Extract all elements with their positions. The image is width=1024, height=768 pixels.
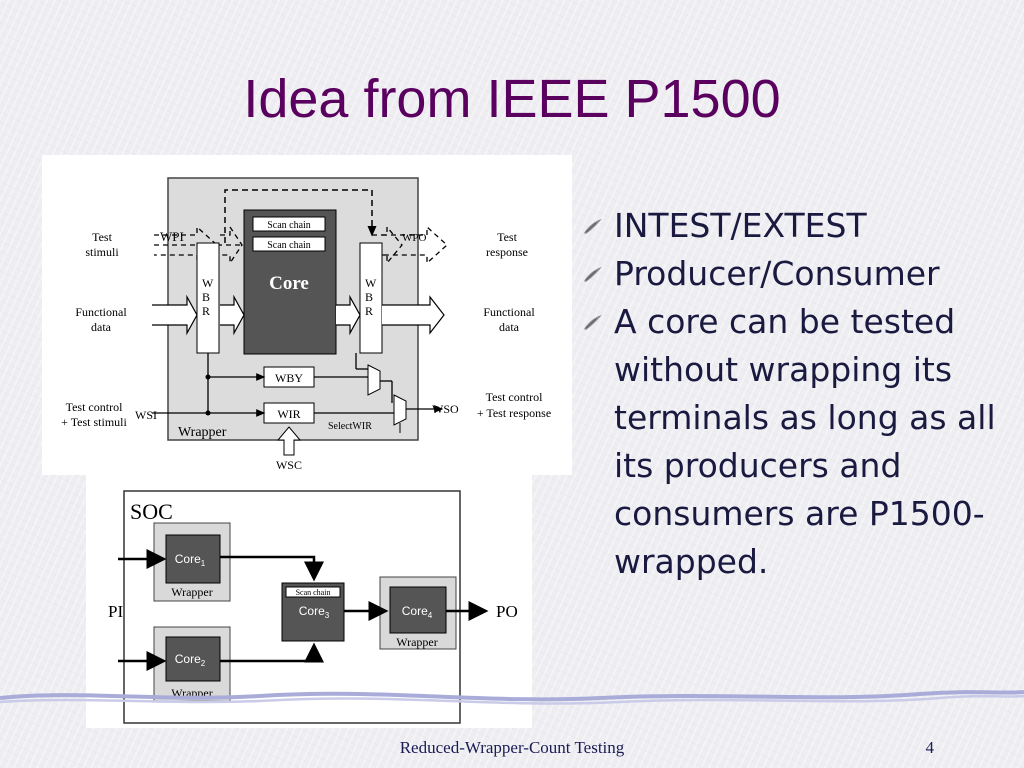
svg-text:response: response <box>486 245 528 259</box>
scan-chain-1 <box>252 216 326 232</box>
svg-text:R: R <box>365 304 373 318</box>
bullet-item: A core can be tested without wrapping it… <box>578 298 1008 586</box>
core-label: Core <box>269 273 309 294</box>
svg-text:WBY: WBY <box>275 371 303 385</box>
pi-label: PI <box>108 602 123 621</box>
svg-text:WSO: WSO <box>432 402 459 416</box>
svg-text:Wrapper: Wrapper <box>171 585 213 599</box>
footer-title: Reduced-Wrapper-Count Testing <box>399 738 625 757</box>
svg-text:WPI: WPI <box>160 229 184 244</box>
svg-text:SelectWIR: SelectWIR <box>328 421 372 432</box>
svg-text:Scan chain: Scan chain <box>296 588 331 597</box>
wrapper-label: Wrapper <box>178 425 227 440</box>
svg-text:data: data <box>91 320 112 334</box>
svg-text:Scan chain: Scan chain <box>267 220 311 231</box>
mux-1 <box>367 364 381 396</box>
svg-text:B: B <box>202 290 210 304</box>
quill-bullet-icon <box>584 315 602 330</box>
svg-text:WSI: WSI <box>135 408 157 422</box>
svg-text:Core4: Core4 <box>402 604 433 620</box>
p1500-wrapper-diagram: Wrapper W B R W B R Scan chain Scan chai… <box>42 155 572 475</box>
core-block <box>243 209 337 355</box>
svg-text:Core2: Core2 <box>175 652 206 668</box>
page-number: 4 <box>925 738 935 757</box>
svg-text:stimuli: stimuli <box>85 245 119 259</box>
svg-text:R: R <box>202 304 210 318</box>
mux-2 <box>393 394 407 426</box>
svg-text:Core1: Core1 <box>175 552 206 568</box>
bullet-list: INTEST/EXTEST Producer/Consumer A core c… <box>578 202 1008 586</box>
po-label: PO <box>496 602 518 621</box>
svg-text:Functional: Functional <box>75 305 127 319</box>
svg-text:Scan chain: Scan chain <box>267 240 311 251</box>
svg-text:+ Test response: + Test response <box>477 406 551 420</box>
decorative-wave <box>0 690 1024 705</box>
svg-text:data: data <box>499 320 520 334</box>
svg-text:WSC: WSC <box>276 458 302 472</box>
svg-text:W: W <box>202 276 214 290</box>
svg-text:Functional: Functional <box>483 305 535 319</box>
svg-text:WIR: WIR <box>277 407 300 421</box>
soc-label: SOC <box>130 499 173 524</box>
bullet-item: INTEST/EXTEST <box>578 202 1008 250</box>
quill-bullet-icon <box>584 219 602 234</box>
scan-chain-2 <box>252 236 326 252</box>
svg-text:Test: Test <box>497 230 517 244</box>
wbr-right <box>359 242 383 354</box>
svg-text:WPO: WPO <box>402 232 427 244</box>
svg-text:Test: Test <box>92 230 112 244</box>
svg-text:B: B <box>365 290 373 304</box>
svg-text:W: W <box>365 276 377 290</box>
quill-bullet-icon <box>584 267 602 282</box>
svg-text:Test control: Test control <box>66 400 123 414</box>
svg-text:+ Test stimuli: + Test stimuli <box>61 415 127 429</box>
slide-title: Idea from IEEE P1500 <box>243 69 781 129</box>
svg-text:Core3: Core3 <box>299 604 330 620</box>
svg-text:Test control: Test control <box>486 390 543 404</box>
soc-diagram: SOC PI PO Core1 Wrapper Core2 Wrapper Sc… <box>86 475 532 728</box>
svg-text:Wrapper: Wrapper <box>396 635 438 649</box>
bullet-item: Producer/Consumer <box>578 250 1008 298</box>
